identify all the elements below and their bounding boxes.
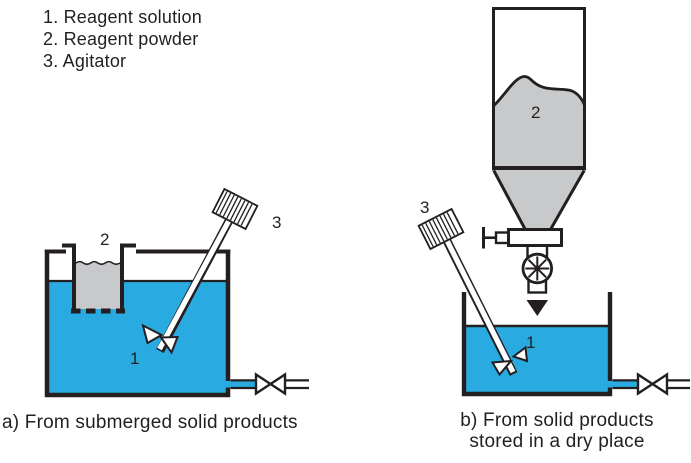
agitator-b	[417, 207, 529, 377]
handle-body-a	[211, 187, 259, 231]
funnel-wall-right-b	[549, 169, 586, 230]
agitator-shaft-a	[157, 219, 232, 351]
powder-surface-b	[492, 75, 586, 108]
reagent-powder-a	[76, 263, 120, 309]
powder-surface-wave-a	[75, 260, 121, 266]
reagent-solution-b	[466, 326, 608, 394]
powder-basket-a	[62, 243, 136, 314]
drain-pipe-liquid-a	[222, 381, 256, 388]
valve-bowtie-left-a	[254, 372, 273, 396]
hopper-funnel-b	[492, 170, 586, 229]
rotary-valve-b	[482, 227, 563, 294]
legend: 1. Reagent solution 2. Reagent powder 3.…	[43, 6, 202, 72]
reagent-powder-b	[495, 76, 583, 166]
caption-b-line2: stored in a dry place	[469, 431, 645, 452]
diagram-a	[44, 187, 309, 398]
label-b-agitator: 3	[420, 198, 430, 217]
valve-bowtie-right-a	[268, 372, 287, 396]
tank-walls-b	[461, 292, 613, 397]
caption-b-line1: b) From solid products	[460, 410, 654, 431]
flow-arrow-b	[526, 300, 548, 316]
drain-pipe-liquid-b	[604, 381, 638, 388]
actuator-block-b	[494, 231, 510, 245]
caption-a: a) From submerged solid products	[2, 412, 298, 433]
label-a-agitator: 3	[272, 213, 282, 232]
label-b-powder: 2	[531, 103, 541, 122]
silo-b	[492, 7, 586, 230]
agitator-a	[141, 187, 259, 355]
label-a-solution: 1	[130, 349, 140, 368]
propeller-blade-left-b	[490, 359, 514, 377]
tank-b	[461, 292, 613, 397]
diagram-b	[417, 7, 690, 397]
valve-bowtie-left-b	[636, 372, 655, 396]
drain-valve-b	[604, 372, 690, 396]
drain-valve-a	[222, 372, 309, 396]
caption-b: b) From solid products stored in a dry p…	[437, 410, 677, 452]
legend-item-reagent-powder: 2. Reagent powder	[43, 29, 199, 49]
handle-hatch-a	[215, 191, 253, 226]
handle-hatch-b	[421, 212, 459, 247]
label-a-powder: 2	[100, 230, 110, 249]
agitator-shaft-b	[444, 239, 516, 374]
propeller-blade-left-a	[141, 323, 164, 345]
star-feeder-hub-b	[534, 265, 540, 272]
label-b-solution: 1	[526, 333, 536, 352]
valve-bowtie-right-b	[650, 372, 669, 396]
valve-body-b	[507, 228, 563, 247]
propeller-blade-right-b	[511, 345, 529, 363]
agitator-handle-b	[417, 207, 465, 251]
legend-item-agitator: 3. Agitator	[43, 51, 127, 71]
propeller-blade-right-a	[159, 335, 179, 355]
agitator-handle-a	[211, 187, 259, 231]
tank-walls-a	[44, 249, 231, 398]
legend-item-reagent-solution: 1. Reagent solution	[43, 7, 202, 27]
funnel-wall-left-b	[492, 169, 527, 230]
